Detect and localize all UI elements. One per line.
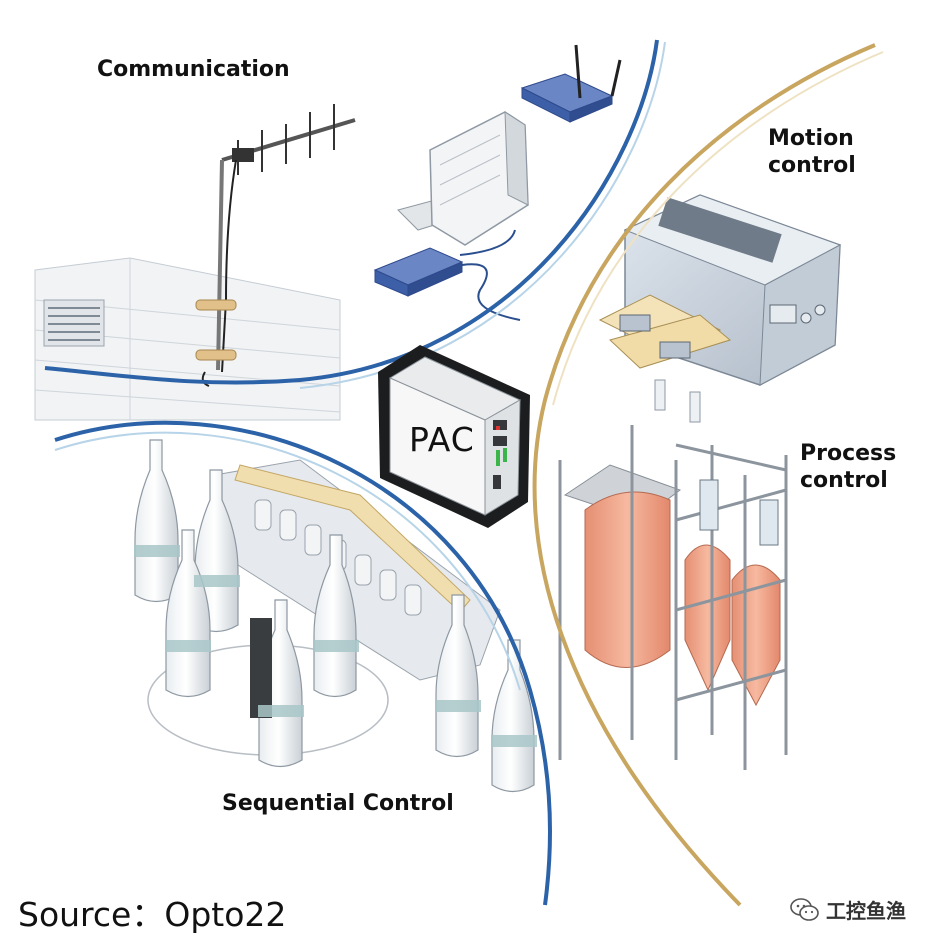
network-switch-icon xyxy=(373,229,521,321)
pac-controller-box xyxy=(378,345,530,528)
label-process-control: Process control xyxy=(800,441,897,493)
watermark-text: 工控鱼渔 xyxy=(826,899,906,923)
motion-control-machine xyxy=(598,194,842,423)
label-communication: Communication xyxy=(97,57,290,82)
wireless-router-icon xyxy=(520,44,622,123)
desktop-computer-icon xyxy=(397,111,529,246)
building-wall xyxy=(34,257,341,421)
watermark: 工控鱼渔 xyxy=(790,895,906,924)
process-control-tanks xyxy=(558,425,788,770)
label-motion-control: Motion control xyxy=(768,126,856,178)
bottling-line xyxy=(134,439,537,793)
yagi-antenna-icon xyxy=(195,104,356,387)
label-pac: PAC xyxy=(409,420,475,459)
label-sequential-control: Sequential Control xyxy=(222,791,454,816)
wechat-icon xyxy=(790,897,819,921)
source-caption: Source：Opto22 xyxy=(18,895,287,934)
